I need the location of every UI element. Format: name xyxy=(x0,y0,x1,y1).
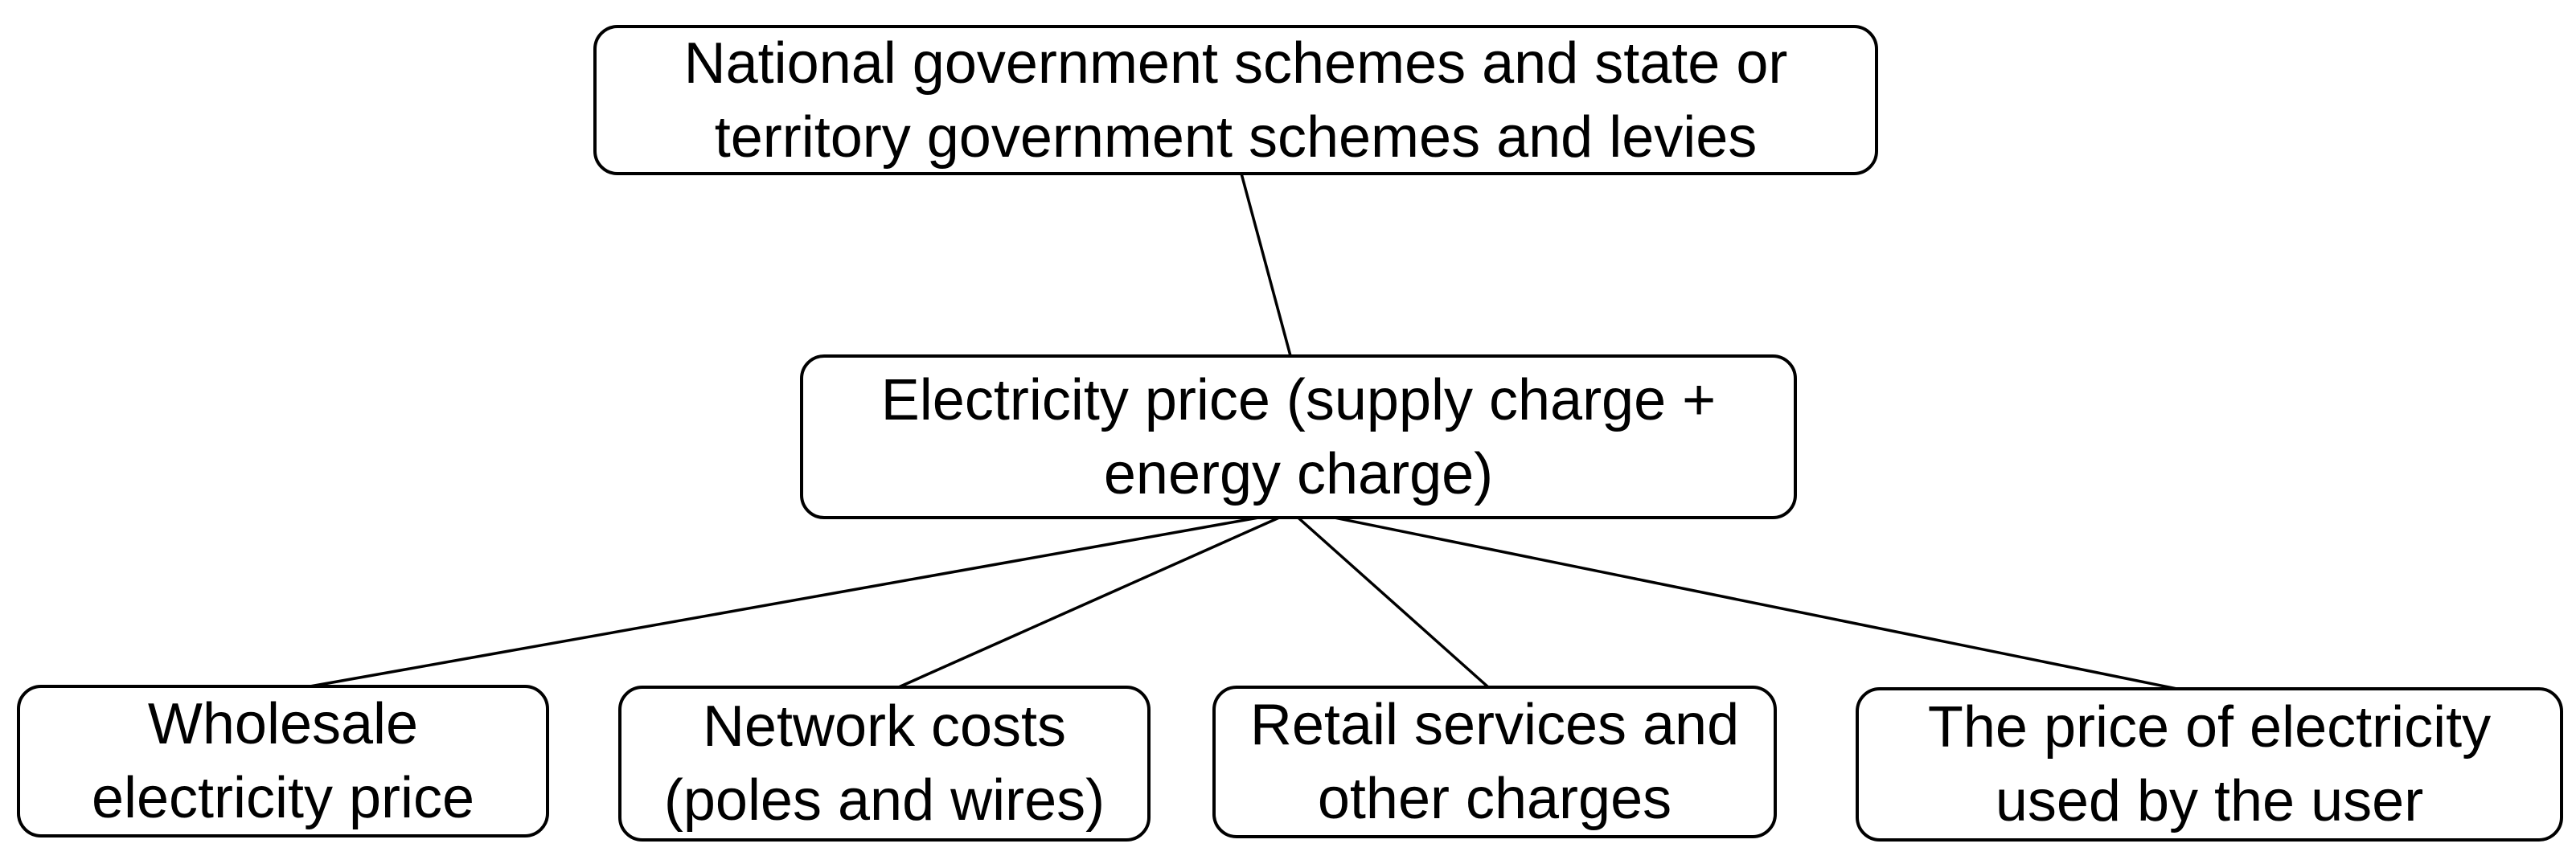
node-retail-services: Retail services and other charges xyxy=(1212,686,1777,838)
edge-government-to-price xyxy=(1240,173,1294,362)
node-label-line: Retail services and xyxy=(1249,693,1740,757)
node-electricity-price: Electricity price (supply charge + energ… xyxy=(800,354,1797,519)
node-label-line: (poles and wires) xyxy=(663,768,1105,833)
node-label-line: Network costs xyxy=(702,694,1067,759)
edge-price-to-network xyxy=(885,513,1287,694)
node-label-line: used by the user xyxy=(1995,769,2424,833)
node-label-line: Wholesale xyxy=(147,692,419,756)
node-label-line: energy charge) xyxy=(1103,441,1494,506)
node-label-line: territory government schemes and levies xyxy=(714,104,1758,170)
node-government-schemes: National government schemes and state or… xyxy=(593,25,1878,175)
edge-price-to-user xyxy=(1318,513,2205,696)
edge-price-to-wholesale xyxy=(282,513,1278,693)
node-label-line: Electricity price (supply charge + xyxy=(880,367,1717,432)
node-user-price: The price of electricity used by the use… xyxy=(1856,687,2563,842)
node-wholesale-price: Wholesale electricity price xyxy=(17,685,549,837)
node-label-line: The price of electricity xyxy=(1927,695,2492,760)
edge-price-to-retail xyxy=(1293,513,1496,694)
node-network-costs: Network costs (poles and wires) xyxy=(618,686,1151,842)
node-label-line: National government schemes and state or xyxy=(683,31,1788,96)
node-label-line: electricity price xyxy=(91,766,475,830)
node-label-line: other charges xyxy=(1317,767,1672,831)
